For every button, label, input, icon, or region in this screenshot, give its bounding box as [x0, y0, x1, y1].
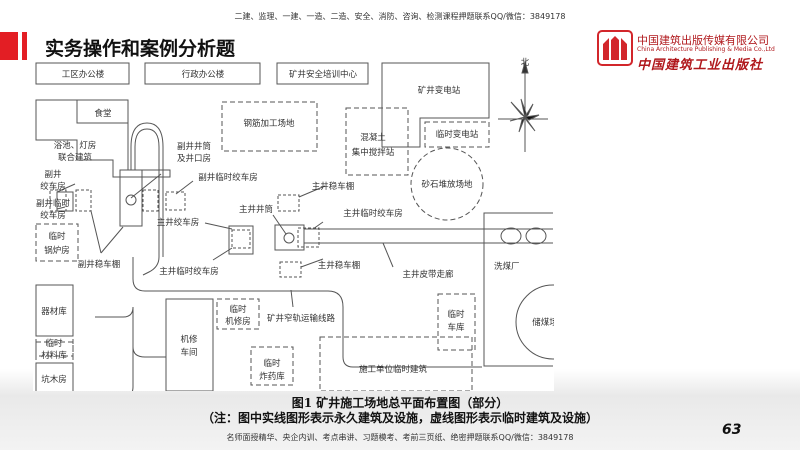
label-safety-training: 矿井安全培训中心 [289, 69, 358, 80]
label-aux-winch-2: 绞车房 [40, 181, 66, 192]
label-aux-temp-winch-left-2: 绞车房 [40, 210, 66, 221]
label-bath-2: 联合建筑 [58, 152, 93, 163]
label-repair-shop-1: 机修 [180, 334, 198, 345]
site-layout-svg: 北 工区办公楼 行政办公楼 矿井安全培训中心 矿井变电站 临时变电站 食堂 浴池… [35, 58, 554, 391]
label-temp-explosive-2: 炸药库 [259, 371, 285, 382]
label-temp-substation: 临时变电站 [436, 129, 479, 140]
label-main-belt: 主井皮带走廊 [402, 269, 454, 280]
label-temp-explosive-1: 临时 [263, 358, 281, 369]
temp-explosive-box [250, 346, 294, 386]
label-coal-washery: 洗煤厂 [494, 261, 520, 272]
top-contact-note: 二建、监理、一建、一造、二造、安全、消防、咨询、检测课程押题联系QQ/微信：38… [234, 12, 566, 21]
accent-bar-thin [22, 32, 27, 60]
label-temp-material-2: 材料库 [41, 350, 67, 361]
mine-substation-box [381, 62, 490, 148]
label-temp-garage-2: 车库 [447, 322, 465, 333]
page-number: 63 [722, 422, 742, 438]
aux-shaft-circle [125, 194, 137, 206]
label-temp-garage-1: 临时 [447, 309, 465, 320]
label-temp-material-1: 临时 [45, 338, 63, 349]
label-temp-repair-1: 临时 [229, 304, 247, 315]
temp-substation-box [424, 121, 490, 148]
label-equipment-store: 器材库 [41, 306, 67, 317]
accent-bar [0, 32, 18, 60]
label-concrete-1: 混凝土 [360, 132, 386, 143]
north-label: 北 [521, 58, 530, 68]
coal-washery-box [483, 212, 553, 367]
label-contractor-temp: 施工单位临时建筑 [359, 364, 428, 375]
aux-loop-rail [134, 128, 160, 276]
label-aux-shaft-2: 及井口房 [177, 153, 211, 164]
label-main-stable-shed-bottom: 主井稳车棚 [318, 260, 361, 271]
temp-boiler-box [35, 223, 79, 262]
label-main-stable-shed-top: 主井稳车棚 [312, 181, 355, 192]
bottom-contact-note: 名师面授精华、央企内训、考点串讲、习题模考、考前三页纸、绝密押题联系QQ/微信：… [226, 433, 574, 442]
label-aux-winch-1: 副井 [44, 169, 61, 180]
label-temp-boiler-2: 锅炉房 [44, 245, 70, 256]
label-temp-boiler-1: 临时 [48, 231, 66, 242]
label-repair-shop-2: 车间 [180, 347, 197, 358]
label-aux-shaft-1: 副井井筒 [177, 141, 211, 152]
label-rail-line: 矿井窄轨运输线路 [267, 313, 336, 324]
label-timber-house: 坑木房 [41, 374, 67, 385]
label-bath-1: 浴池、灯房 [54, 140, 97, 151]
coal-storage-circle [515, 284, 554, 360]
safety-training-box [276, 62, 369, 85]
page-title: 实务操作和案例分析题 [45, 38, 236, 60]
figure-caption: 图1 矿井施工场地总平面布置图（部分） [291, 396, 509, 410]
repair-shop-box [165, 298, 214, 391]
label-concrete-2: 集中搅拌站 [352, 147, 395, 158]
label-main-temp-winch-left: 主井临时绞车房 [159, 266, 219, 277]
compass-rose-icon [509, 98, 540, 133]
diagram-labels: 北 工区办公楼 行政办公楼 矿井安全培训中心 矿井变电站 临时变电站 食堂 浴池… [36, 58, 554, 385]
temp-repair-box [216, 298, 260, 330]
publisher-logo: 中国建筑出版传媒有限公司 China Architecture Publishi… [597, 30, 797, 73]
publisher-logo-icon [597, 30, 633, 66]
label-temp-repair-2: 机修房 [225, 316, 251, 327]
label-main-shaft: 主井井筒 [239, 204, 273, 215]
label-rebar-yard: 钢筋加工场地 [243, 118, 295, 129]
district-office-box [35, 62, 130, 85]
label-main-winch: 主井绞车房 [157, 217, 200, 228]
label-gravel-yard: 砂石堆放场地 [421, 179, 473, 190]
concrete-station-box [345, 107, 409, 176]
label-admin-office: 行政办公楼 [182, 69, 225, 80]
label-canteen: 食堂 [94, 108, 111, 119]
contractor-temp-box [319, 336, 473, 391]
site-layout-diagram: 北 工区办公楼 行政办公楼 矿井安全培训中心 矿井变电站 临时变电站 食堂 浴池… [33, 57, 554, 391]
bath-lamp-building [35, 99, 171, 178]
logo-name-cn2: 中国建筑工业出版社 [637, 58, 764, 73]
label-aux-temp-winch-left-1: 副井临时 [36, 198, 71, 209]
gravel-yard-circle [410, 147, 484, 221]
logo-name-cn: 中国建筑出版传媒有限公司 [637, 34, 769, 47]
admin-office-box [144, 62, 261, 85]
label-aux-stable-shed: 副井稳车棚 [78, 259, 121, 270]
label-aux-temp-winch: 副井临时绞车房 [198, 172, 258, 183]
label-main-temp-winch-right: 主井临时绞车房 [343, 208, 403, 219]
logo-name-en: China Architecture Publishing & Media Co… [637, 46, 775, 53]
label-mine-substation: 矿井变电站 [418, 85, 461, 96]
aux-loop-rail-outer [130, 122, 164, 257]
label-coal-storage: 储煤场 [532, 317, 554, 328]
label-district-office: 工区办公楼 [62, 69, 105, 80]
canteen-box [76, 99, 129, 124]
figure-note: （注：图中实线图形表示永久建筑及设施，虚线图形表示临时建筑及设施） [201, 411, 598, 425]
temp-garage-box [437, 293, 476, 351]
rail-line [132, 257, 482, 368]
